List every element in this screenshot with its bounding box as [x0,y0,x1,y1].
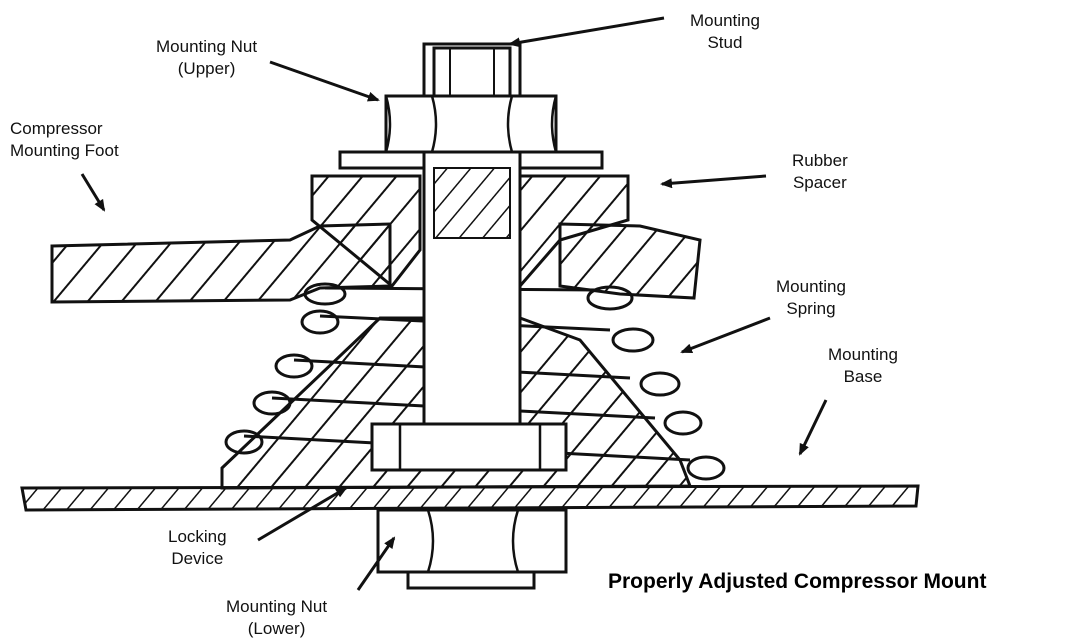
diagram-title: Properly Adjusted Compressor Mount [608,570,987,593]
arrow-compressor-foot [80,173,106,212]
rubber-spacer [310,174,422,289]
label-mounting-spring: Mounting Spring [776,277,846,318]
arrow-mounting-spring [680,316,771,354]
mounting-nut-upper [384,94,558,154]
label-mounting-base: Mounting Base [828,345,898,386]
locking-device [370,422,568,472]
arrow-mounting-stud [508,16,665,48]
leader-arrows [80,16,828,591]
label-mounting-nut-lower: Mounting Nut (Lower) [226,597,328,638]
mounting-nut-lower [376,508,568,574]
label-locking-device: Locking Device [168,527,227,568]
label-rubber-spacer: Rubber Spacer [792,151,848,192]
arrow-mounting-nut-lower [356,536,396,591]
label-mounting-nut-upper: Mounting Nut (Upper) [156,37,258,78]
arrow-mounting-base [798,399,828,456]
arrow-mounting-nut-upper [269,60,380,102]
arrow-locking-device [257,486,348,542]
arrow-rubber-spacer [660,174,767,189]
label-compressor-mounting-foot: Compressor Mounting Foot [10,119,119,160]
label-mounting-stud: Mounting Stud [690,11,760,52]
mounting-base-plate [20,484,920,512]
